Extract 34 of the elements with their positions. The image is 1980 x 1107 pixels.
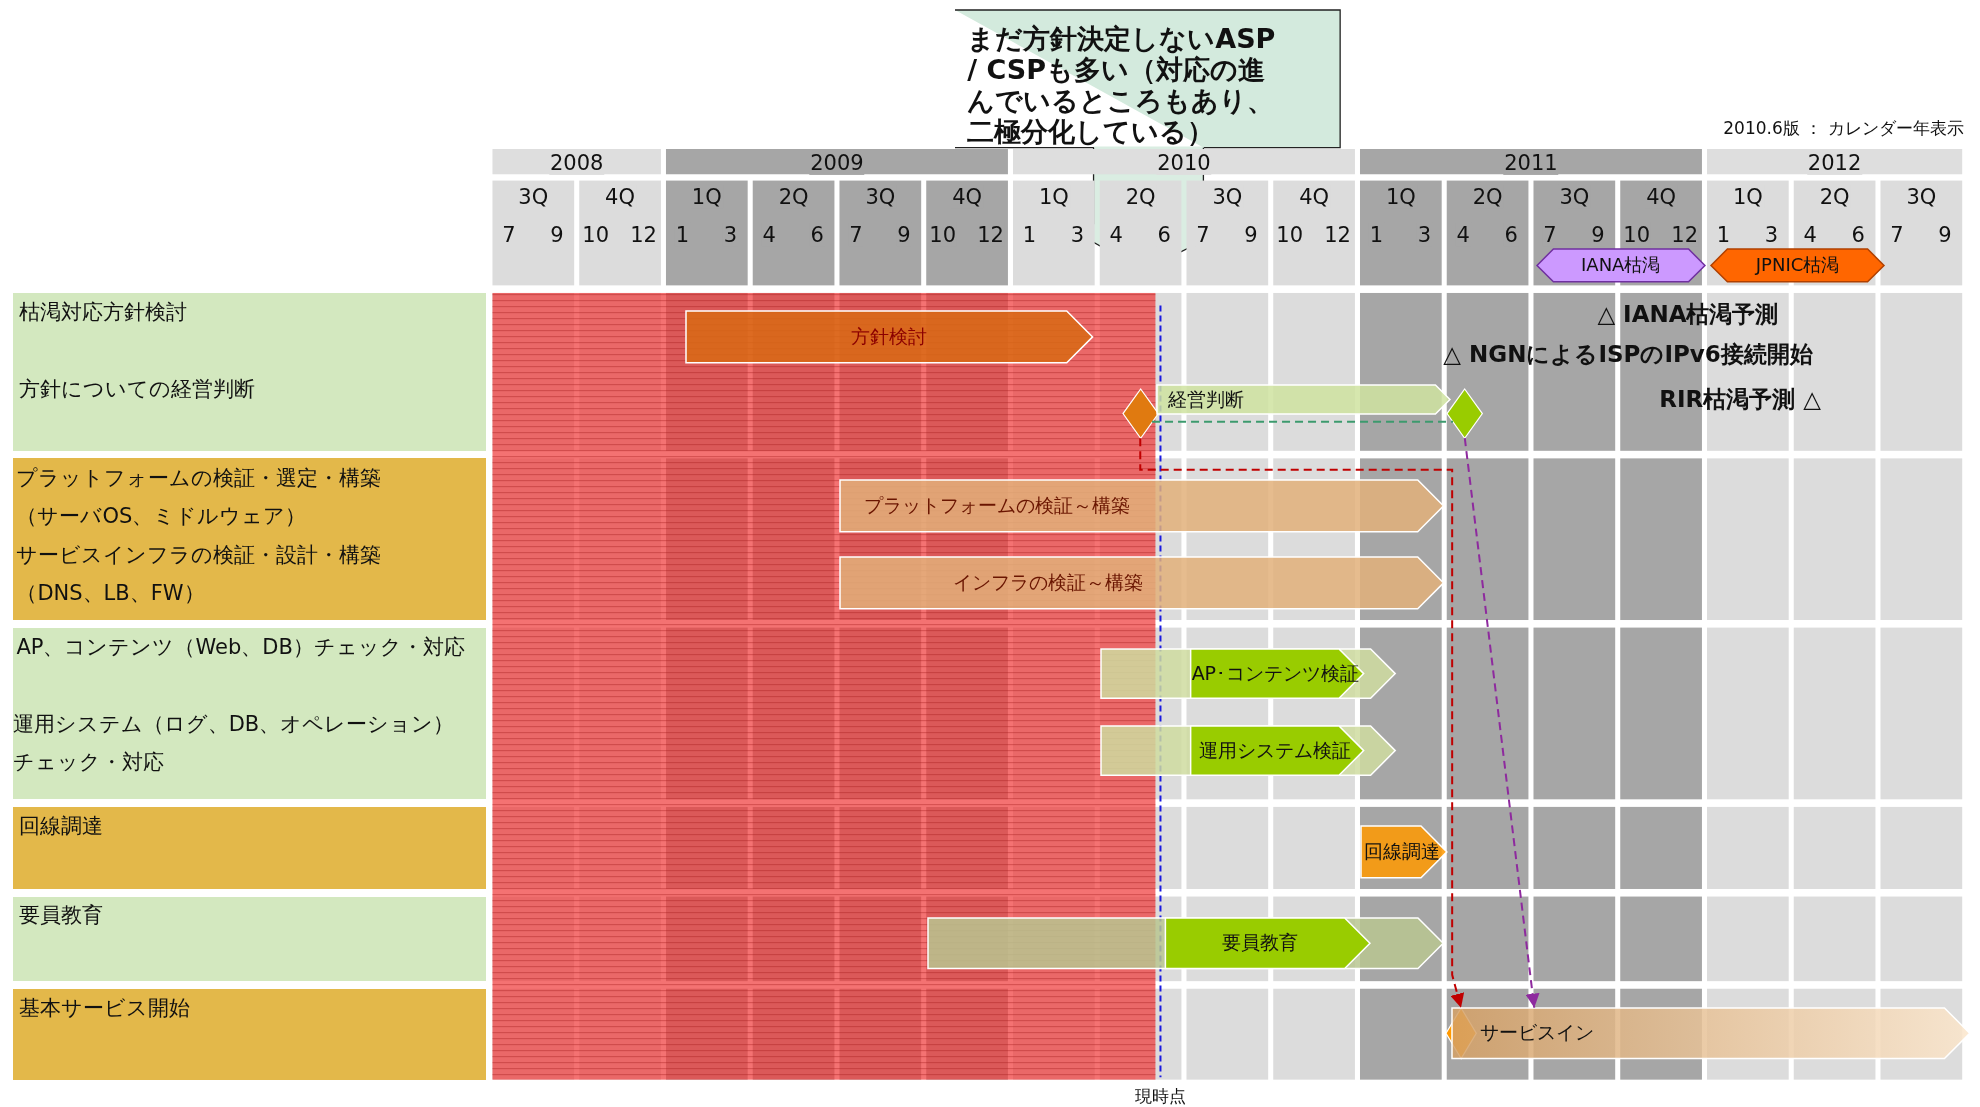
category-box: [12, 806, 487, 889]
task-bar: インフラの検証～構築: [839, 556, 1444, 609]
row-label: プラットフォームの検証・選定・構築（サーバOS、ミドルウェア）: [16, 464, 383, 530]
row-label: 要員教育: [18, 901, 103, 929]
category-box: [12, 988, 487, 1080]
dependency-arrow: [1463, 437, 1540, 1009]
row-label: 方針についての経営判断: [18, 376, 255, 404]
category-box: [12, 627, 487, 800]
category-box: [12, 458, 487, 620]
task-bar: 要員教育: [928, 918, 1444, 969]
task-bar: 運用システム検証: [1101, 726, 1396, 776]
milestone-marker: IANA枯渇: [1536, 248, 1705, 282]
callout-box: まだ方針決定しないASP / CSPも多い（対応の進んでいるところもあり、二極分化している）: [954, 10, 1340, 148]
task-bar: サービスイン: [1452, 1007, 1970, 1059]
row-label: 回線調達: [18, 813, 103, 841]
milestone-marker: JPNIC枯渇: [1711, 248, 1884, 282]
task-bar: AP･コンテンツ検証: [1101, 649, 1396, 699]
current-date-label: 現時点: [1134, 1087, 1186, 1107]
diamond-marker: [1122, 388, 1158, 439]
dependency-arrow: [1139, 437, 1465, 1009]
category-box: [12, 896, 487, 982]
row-label: サービスインフラの検証・設計・構築（DNS、LB、FW）: [16, 541, 383, 607]
category-box: [12, 292, 487, 451]
version-note: 2010.6版 ： カレンダー年表示: [1723, 119, 1964, 139]
task-bar: 方針検討: [685, 310, 1093, 363]
connector-line: [1151, 420, 1454, 423]
diamond-marker: [1447, 388, 1483, 439]
row-label: AP、コンテンツ（Web、DB）チェック・対応: [16, 633, 465, 661]
task-bar: プラットフォームの検証～構築: [839, 479, 1444, 532]
row-label: 枯渇対応方針検討: [18, 299, 187, 327]
task-bar: 回線調達: [1361, 825, 1448, 878]
row-label: 運用システム（ログ、DB、オペレーション）チェック・対応: [12, 710, 456, 776]
row-label: 基本サービス開始: [18, 995, 190, 1022]
task-bar: 経営判断: [1156, 385, 1450, 415]
